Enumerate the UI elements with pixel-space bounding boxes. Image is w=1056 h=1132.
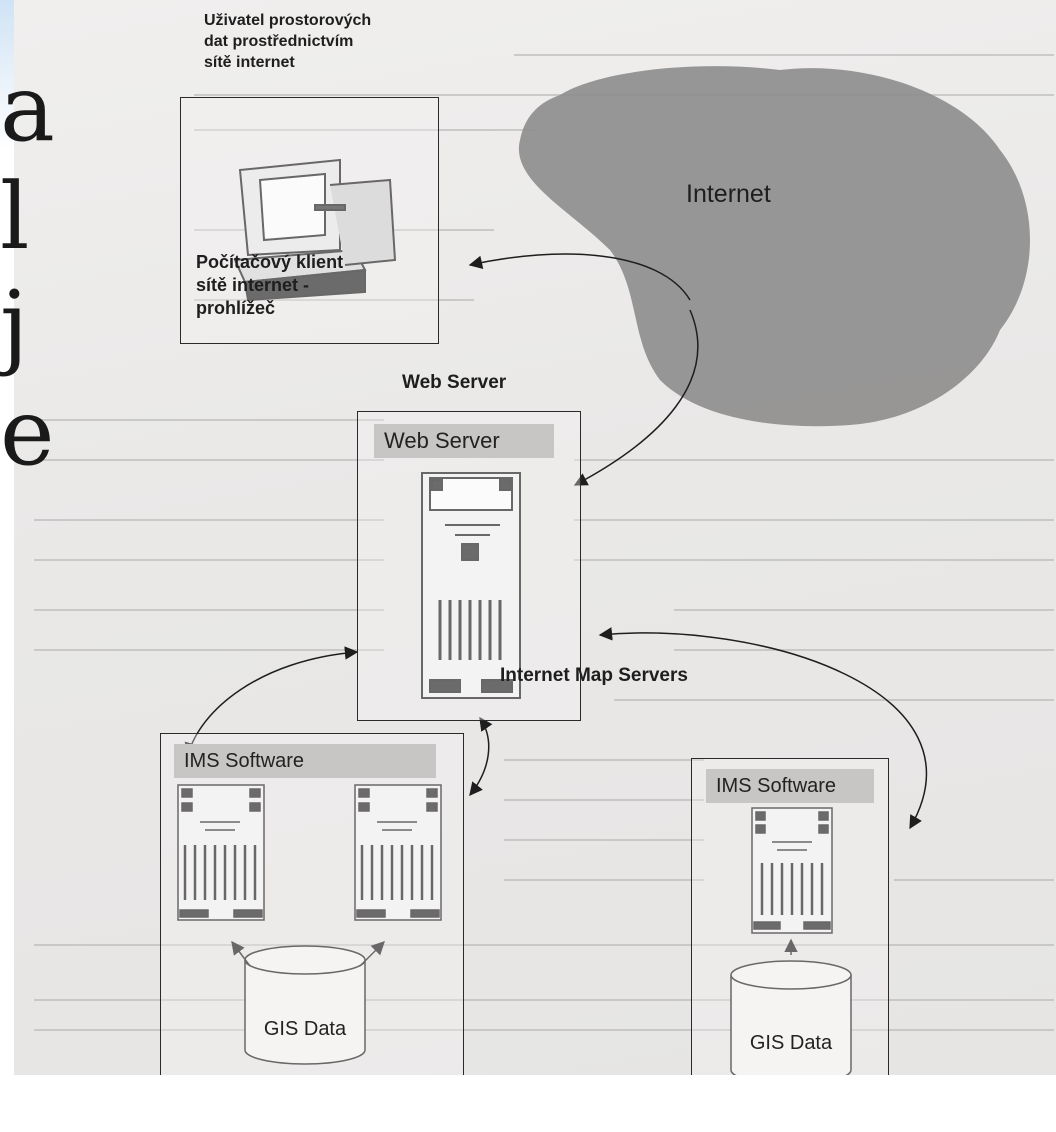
arrow-webserver-ims-left: [184, 646, 359, 757]
web-server-box: [357, 411, 581, 721]
arrow-cloud-to-webserver: [573, 309, 699, 486]
web-server-title: Web Server: [402, 372, 507, 393]
web-server-bar: Web Server: [374, 424, 554, 458]
client-caption-line-3: prohlížeč: [196, 298, 276, 318]
client-box: [180, 97, 439, 344]
internet-cloud: [518, 66, 1030, 427]
slide-footer: [0, 1075, 1056, 1132]
ims-right-box: [691, 758, 889, 1104]
gis-data-left-label: GIS Data: [263, 1018, 347, 1040]
ims-left-box: [160, 733, 464, 1080]
user-caption-line-2: dat prostřednictvím: [204, 33, 354, 50]
desktop-computer-icon: [233, 158, 397, 302]
web-server-tower-icon: [421, 472, 521, 699]
arrow-webserver-ims-right: [598, 627, 927, 830]
gis-data-right-label: GIS Data: [749, 1032, 833, 1054]
client-caption-line-2: sítě internet -: [196, 275, 310, 295]
ims-left-bar: IMS Software: [174, 744, 436, 778]
arrow-cloud-to-client: [468, 253, 691, 301]
map-servers-label: Internet Map Servers: [500, 665, 688, 686]
internet-cloud-label: Internet: [686, 180, 771, 208]
faded-background-text: [34, 54, 1054, 1031]
user-caption-line-1: Uživatel prostorových: [204, 12, 372, 29]
user-caption-line-3: sítě internet: [204, 54, 295, 71]
arrow-db-to-server-left1: [231, 940, 251, 967]
client-caption-line-1: Počítačový klient: [196, 252, 344, 272]
arrow-webserver-ims-middle: [469, 716, 493, 797]
ims-server-icon: [177, 784, 265, 921]
ims-right-bar: IMS Software: [706, 769, 874, 803]
gis-database-icon: [244, 945, 366, 1065]
slide-title-fragment: a l j e: [0, 55, 55, 486]
ims-server-icon: [354, 784, 442, 921]
arrow-db-to-server-left2: [359, 941, 385, 967]
